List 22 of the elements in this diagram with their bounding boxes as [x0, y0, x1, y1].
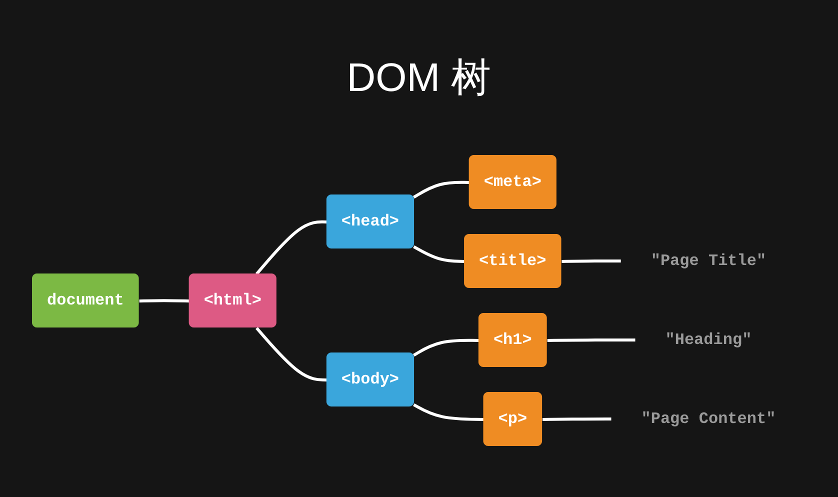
- connector: [413, 180, 470, 198]
- node-box: <html>: [188, 273, 277, 327]
- connector: [256, 220, 328, 274]
- connector: [547, 338, 636, 342]
- node-text: "Heading": [665, 330, 752, 348]
- connector: [413, 338, 480, 356]
- connector: [413, 244, 465, 262]
- node-box: <title>: [464, 234, 562, 288]
- node-box: <h1>: [478, 312, 547, 366]
- node-text: "Page Content": [641, 410, 776, 428]
- connector: [413, 402, 484, 420]
- connector: [562, 259, 621, 262]
- node-box: <head>: [326, 194, 414, 248]
- node-box: <body>: [326, 352, 414, 406]
- connector: [542, 417, 612, 420]
- node-box: <meta>: [469, 154, 557, 208]
- connector: [139, 298, 190, 302]
- connector: [256, 326, 328, 381]
- diagram-title: DOM 树: [346, 55, 492, 102]
- node-box: document: [32, 273, 139, 327]
- node-box: <p>: [483, 392, 542, 446]
- node-text: "Page Title": [651, 252, 766, 270]
